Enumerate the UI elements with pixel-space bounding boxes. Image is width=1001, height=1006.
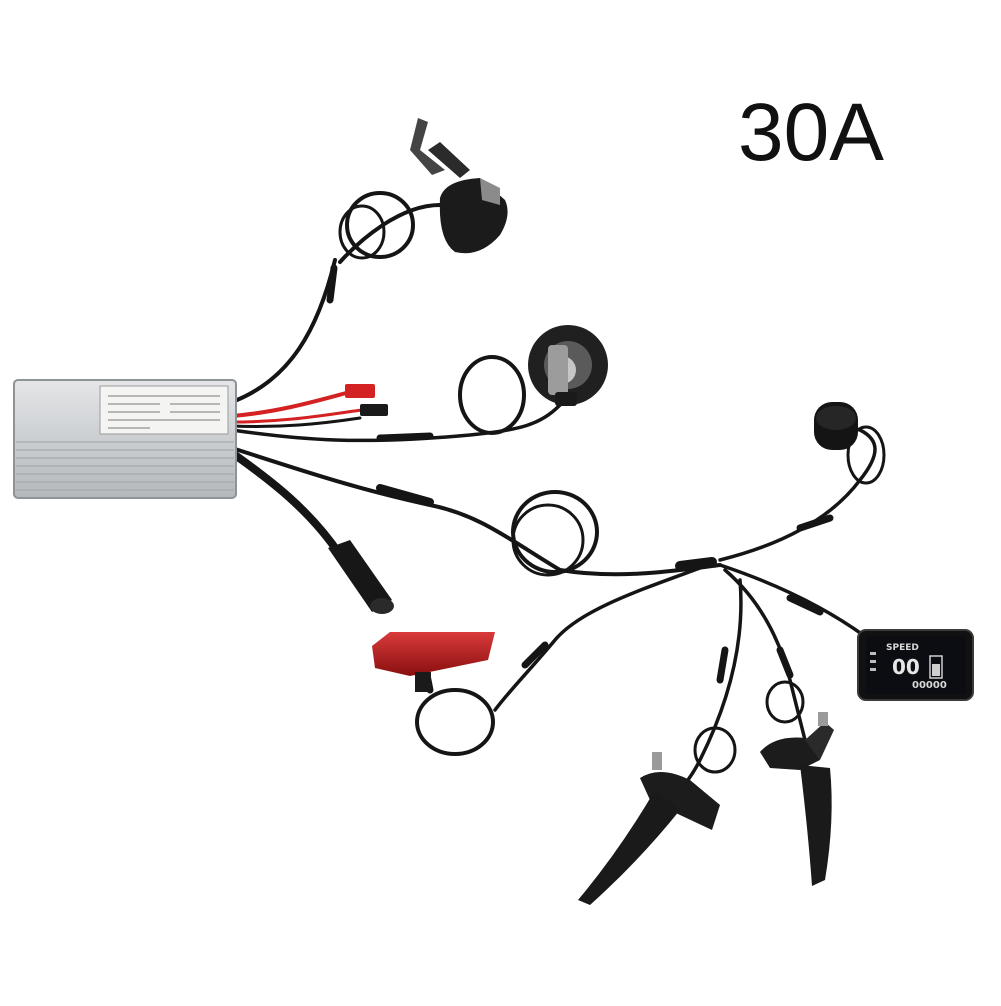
wiring-harness (230, 191, 886, 802)
display-header: SPEED (886, 643, 919, 653)
display-odometer: 00000 (912, 680, 947, 691)
display-speed-digits: 00 (892, 655, 920, 679)
thumb-throttle (410, 118, 508, 254)
motor-connector (328, 540, 394, 614)
pas-sensor (528, 325, 608, 406)
taillight (372, 632, 495, 692)
horn-button (814, 402, 858, 450)
controller-box (13, 379, 237, 499)
current-rating-label: 30A (738, 87, 884, 178)
lcd-display: SPEED 00 00000 (857, 629, 974, 701)
brake-lever-right (760, 712, 834, 886)
brake-lever-left (578, 752, 720, 905)
power-connector (345, 384, 388, 416)
